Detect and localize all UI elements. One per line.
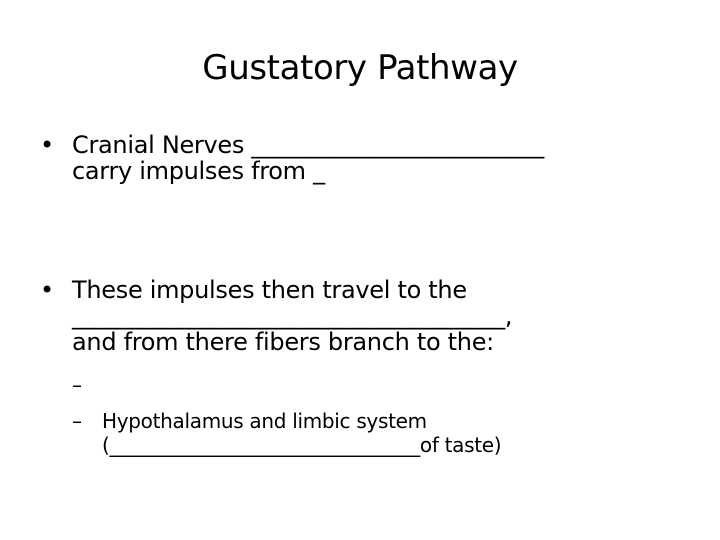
sub-bullet-line: Hypothalamus and limbic system (102, 409, 427, 433)
bullet-marker: • (40, 131, 54, 159)
sub-bullet-text: Hypothalamus and limbic system (________… (102, 409, 672, 457)
bullet-line: and from there fibers branch to the: (72, 328, 494, 356)
dash-marker: – (72, 373, 82, 397)
sub-bullet-line: (________________________________of tast… (102, 433, 502, 457)
bullet-line: carry impulses from _ (72, 157, 325, 185)
bullet-line: Cranial Nerves _________________________ (72, 131, 544, 159)
dash-marker: – (72, 409, 82, 433)
bullet-text: These impulses then travel to the ______… (72, 277, 692, 355)
slide-title: Gustatory Pathway (202, 48, 518, 88)
bullet-text: Cranial Nerves _________________________… (72, 132, 692, 184)
bullet-line: These impulses then travel to the (72, 276, 467, 304)
bullet-marker: • (40, 276, 54, 304)
bullet-line: _____________________________________, (72, 302, 513, 330)
